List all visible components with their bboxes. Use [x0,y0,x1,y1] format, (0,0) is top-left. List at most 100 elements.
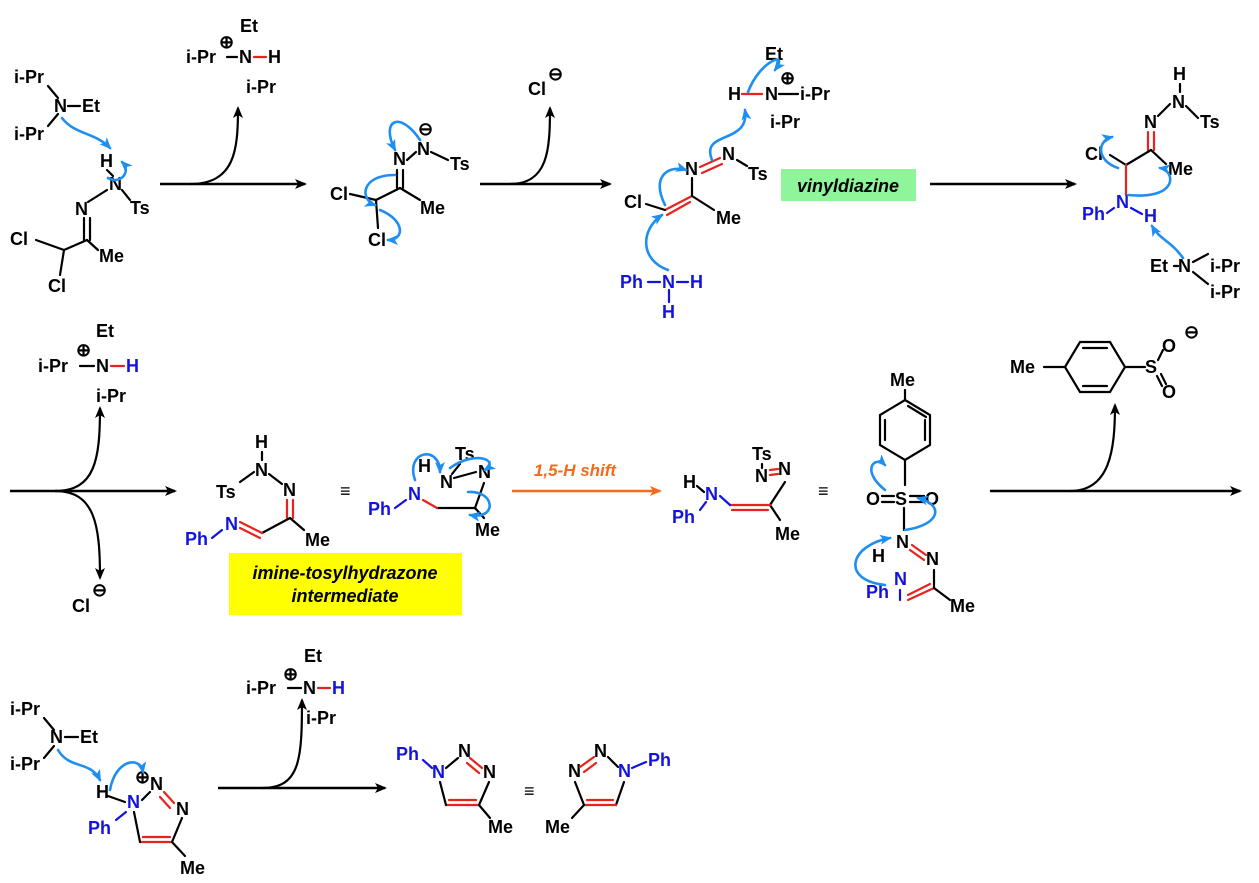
svg-text:i-Pr: i-Pr [1210,282,1240,302]
svg-text:N: N [50,727,63,747]
svg-text:Me: Me [99,246,124,266]
svg-text:i-Pr: i-Pr [800,84,830,104]
chloride-1: Cl ⊖ [528,64,563,99]
svg-text:N: N [705,484,718,504]
svg-text:Me: Me [545,817,570,837]
svg-text:Et: Et [80,727,98,747]
intermediate-label-line1: imine-tosylhydrazone [252,563,437,583]
svg-text:N: N [393,149,406,169]
shift-label: 1,5-H shift [534,461,618,480]
svg-text:N: N [283,480,296,500]
svg-text:Me: Me [488,817,513,837]
curly-arrow-cyclic-1 [411,453,445,482]
svg-text:Cl: Cl [10,229,28,249]
svg-text:i-Pr: i-Pr [186,47,216,67]
arc-out-1 [189,106,243,186]
svg-text:N: N [1172,92,1185,112]
svg-text:Et: Et [96,321,114,341]
svg-text:i-Pr: i-Pr [14,67,44,87]
enamine-diazene: Ts N N Me H N Ph [672,444,800,544]
triazole-product-2: N N N Ph Me [545,741,671,837]
svg-text:N: N [96,356,109,376]
svg-text:N: N [440,472,453,492]
svg-text:N: N [755,466,768,486]
svg-text:N: N [618,761,631,781]
chloride-2: Cl ⊖ [72,580,107,616]
svg-text:Me: Me [305,530,330,550]
vinyldiazine-intermediate: Et ⊕ H N i-Pr i-Pr N N Ts Me Cl [624,44,830,228]
svg-text:Cl: Cl [624,192,642,212]
svg-text:O: O [866,489,880,509]
svg-text:Ph: Ph [672,507,695,527]
svg-text:i-Pr: i-Pr [96,386,126,406]
svg-text:Me: Me [1168,159,1193,179]
equivalence-2: ≡ [818,481,829,501]
svg-text:Ph: Ph [396,744,419,764]
svg-text:Me: Me [890,370,915,390]
svg-text:N: N [685,159,698,179]
svg-text:N: N [765,84,778,104]
svg-text:i-Pr: i-Pr [10,699,40,719]
svg-text:Me: Me [716,208,741,228]
svg-text:N: N [1116,192,1129,212]
svg-text:i-Pr: i-Pr [306,708,336,728]
svg-text:⊖: ⊖ [548,64,563,84]
curly-arrow-deprotonation-3 [56,748,102,782]
svg-text:Cl: Cl [528,79,546,99]
curly-arrow-nh-1 [106,160,133,182]
svg-text:N: N [594,741,607,761]
ammonium-salt-3: Et ⊕ i-Pr N H i-Pr [246,646,345,728]
svg-text:H: H [872,546,885,566]
diisopropylethylamine-3: i-Pr i-Pr N Et [10,699,98,774]
triazolium-intermediate: H ⊕ N N N Me Ph [88,767,205,878]
svg-text:N: N [483,762,496,782]
svg-text:H: H [255,432,268,452]
ammonium-salt-2: Et ⊕ i-Pr N H i-Pr [38,321,139,406]
svg-text:N: N [896,532,909,552]
svg-text:O: O [1162,336,1176,356]
svg-text:Ts: Ts [450,154,470,174]
svg-text:⊕: ⊕ [219,32,234,52]
svg-text:S: S [895,489,907,509]
svg-text:N: N [1144,112,1157,132]
curly-arrow-cyclic-2 [448,456,497,472]
svg-text:Ts: Ts [752,444,772,464]
svg-text:Me: Me [475,520,500,540]
svg-text:N: N [408,484,421,504]
svg-text:H: H [1173,64,1186,84]
arc-out-2 [509,106,555,186]
svg-text:N: N [127,792,140,812]
arc-out-4 [54,489,105,580]
svg-text:N: N [458,741,471,761]
svg-text:Cl: Cl [368,230,386,250]
svg-text:Ph: Ph [368,499,391,519]
svg-text:Cl: Cl [48,276,66,296]
svg-text:N: N [225,514,238,534]
svg-text:N: N [150,774,163,794]
curly-arrow-nn-to-h [708,108,752,162]
svg-text:⊕: ⊕ [780,68,795,88]
svg-text:O: O [1162,382,1176,402]
diisopropylethylamine-1: i-Pr i-Pr N Et [14,67,100,144]
svg-text:i-Pr: i-Pr [246,678,276,698]
curly-arrow-nh-to-n [746,58,785,94]
svg-text:N: N [432,762,445,782]
svg-text:Cl: Cl [330,184,348,204]
curly-arrow-triazolium [108,761,147,792]
svg-text:i-Pr: i-Pr [1210,256,1240,276]
svg-text:N: N [894,569,907,589]
svg-text:⊖: ⊖ [418,119,433,139]
svg-text:Ts: Ts [1200,112,1220,132]
svg-text:N: N [1178,256,1191,276]
svg-text:Cl: Cl [1085,144,1103,164]
triazole-product-1: Ph N N N Me [396,741,513,837]
svg-text:i-Pr: i-Pr [14,124,44,144]
imine-tosylhydrazone: H N N Ts Me Ph N [185,432,330,550]
sulfinate-anion: Me S O ⊖ O [1010,322,1199,402]
svg-text:N: N [303,678,316,698]
svg-text:N: N [926,549,939,569]
aniline-1: Ph N H H [620,272,703,322]
vinyldiazine-label: vinyldiazine [797,176,899,196]
svg-text:N: N [417,139,430,159]
